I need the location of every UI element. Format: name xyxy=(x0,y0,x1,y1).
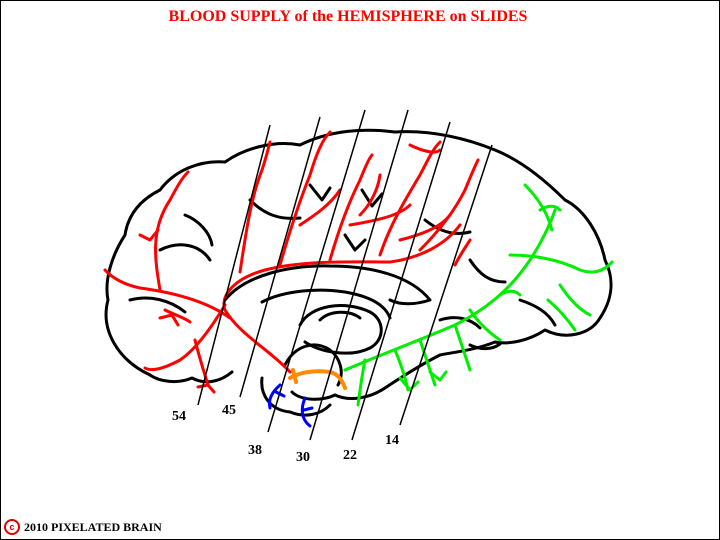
page-title: BLOOD SUPPLY of the HEMISPHERE on SLIDES xyxy=(168,8,528,25)
slice-label-54: 54 xyxy=(172,409,186,424)
hemisphere-outline xyxy=(104,128,613,417)
slice-label-30: 30 xyxy=(296,450,310,465)
posterior-cerebral-artery xyxy=(343,183,614,407)
slice-label-45: 45 xyxy=(222,403,236,418)
slice-label-14: 14 xyxy=(385,433,399,448)
slice-lines xyxy=(197,109,493,441)
slice-label-38: 38 xyxy=(248,443,262,458)
copyright-footer: c 2010 PIXELATED BRAIN xyxy=(4,519,162,535)
anterior-cerebral-artery xyxy=(103,130,480,394)
copyright-text: 2010 PIXELATED BRAIN xyxy=(24,519,162,534)
slice-label-22: 22 xyxy=(343,448,357,463)
copyright-icon: c xyxy=(4,519,20,535)
blue-vessels xyxy=(268,383,314,428)
